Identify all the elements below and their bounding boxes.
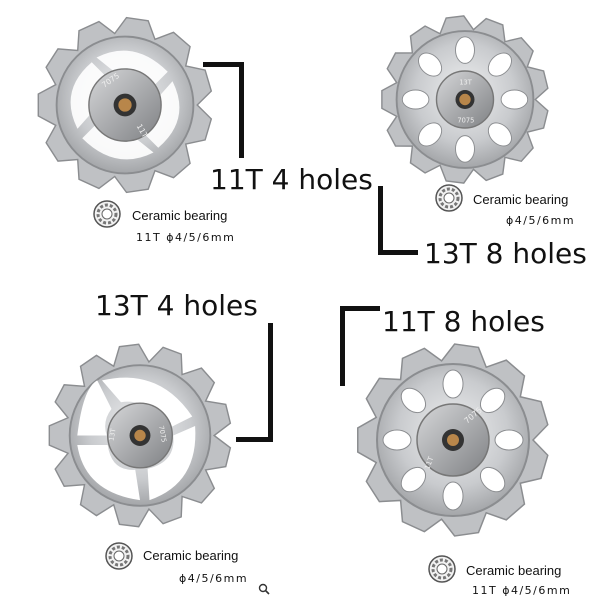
pulley-hole [494, 429, 524, 451]
bracket-line [340, 306, 345, 386]
label-13t-8-holes: 13T 8 holes [424, 237, 587, 270]
pulley-hole [442, 481, 464, 511]
pulley-hole [418, 52, 443, 77]
bearing-caption: Ceramic bearing [132, 208, 228, 223]
pulley-hole [455, 135, 475, 163]
pulley-hole [442, 369, 464, 399]
pulley-hole [487, 122, 512, 147]
bracket-line [340, 306, 380, 311]
hub-text: 7075 [157, 425, 168, 443]
hub-text: 13T [107, 427, 117, 442]
bearing-icon [105, 542, 133, 570]
pulley-hole [455, 36, 475, 64]
bearing-icon [435, 184, 463, 212]
pulley-hole [479, 387, 506, 414]
bearing-caption: Ceramic bearing [473, 192, 569, 207]
pulley-hole [400, 387, 427, 414]
pulley-hole [479, 466, 506, 493]
bracket-line [239, 62, 244, 158]
pulley-top-right: 13T 7075 [381, 15, 549, 184]
bearing-icon [428, 555, 456, 583]
pulley-hole [400, 466, 427, 493]
pulley-hole [401, 89, 430, 110]
pulley-top-left: 7075 11T [37, 16, 213, 194]
bearing-size: ϕ4/5/6mm [506, 214, 576, 227]
bearing-size: 11T ϕ4/5/6mm [136, 231, 236, 244]
bearing-caption: Ceramic bearing [466, 563, 562, 578]
label-11t-4-holes: 11T 4 holes [210, 163, 373, 196]
bearing-caption: Ceramic bearing [143, 548, 239, 563]
label-11t-8-holes: 11T 8 holes [382, 305, 545, 338]
label-13t-4-holes: 13T 4 holes [95, 289, 258, 322]
bracket-line [236, 437, 273, 442]
bearing-icon [93, 200, 121, 228]
bracket-line [378, 186, 383, 254]
pulley-hole [500, 89, 529, 110]
pulley-hole [418, 122, 443, 147]
bracket-line [203, 62, 243, 67]
bracket-line [378, 250, 418, 255]
hub-text: 13T [459, 78, 472, 86]
bearing-size: 11T ϕ4/5/6mm [472, 584, 572, 597]
pulley-bottom-left: 7075 13T [48, 343, 232, 528]
hub-text: 7075 [457, 116, 474, 124]
bearing-size: ϕ4/5/6mm [179, 572, 249, 585]
pulley-hole [487, 52, 512, 77]
pulley-bottom-right: 7075 11T [357, 343, 549, 537]
bracket-line [268, 323, 273, 441]
pulley-hole [382, 429, 412, 451]
zoom-icon[interactable] [258, 583, 270, 595]
